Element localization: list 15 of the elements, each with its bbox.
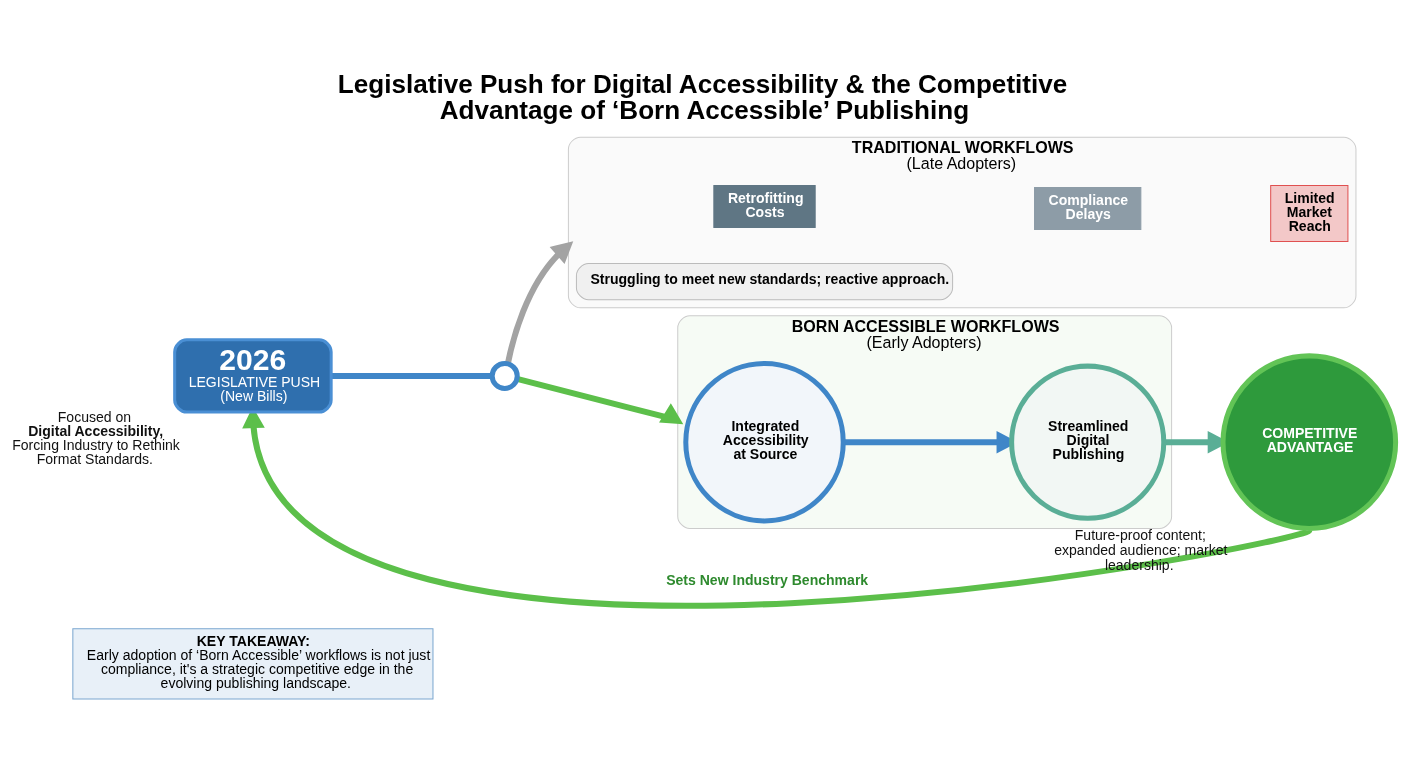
node-circle: Streamlined Digital Publishing xyxy=(1009,363,1167,521)
node-box: KEY TAKEAWAY: Early adoption of ‘Born Accessible’ workflows is not just compliance, it's a strategic competitive edge in the evolving publishing landscape. xyxy=(72,628,434,700)
node-box: Limited Market Reach xyxy=(1270,184,1349,243)
connector xyxy=(331,372,493,379)
node-box: Retrofitting Costs xyxy=(713,184,816,228)
node-circle: Integrated Accessibility at Source xyxy=(683,360,846,524)
arrow xyxy=(504,241,574,365)
node-circle: COMPETITIVE ADVANTAGE xyxy=(1220,353,1399,531)
arrow xyxy=(516,376,684,425)
node-box: Struggling to meet new standards; reactive approach. xyxy=(575,263,954,301)
edge-label: Sets New Industry Benchmark xyxy=(666,571,869,588)
node-box: 2026 LEGISLATIVE PUSH (New Bills) xyxy=(173,338,333,414)
node-box: Compliance Delays xyxy=(1034,186,1142,230)
diagram-title: Legislative Push for Digital Accessibility & the Competitive Advantage of ‘Born Accessible’ Publishing xyxy=(337,68,1068,125)
node-circle xyxy=(489,360,520,391)
